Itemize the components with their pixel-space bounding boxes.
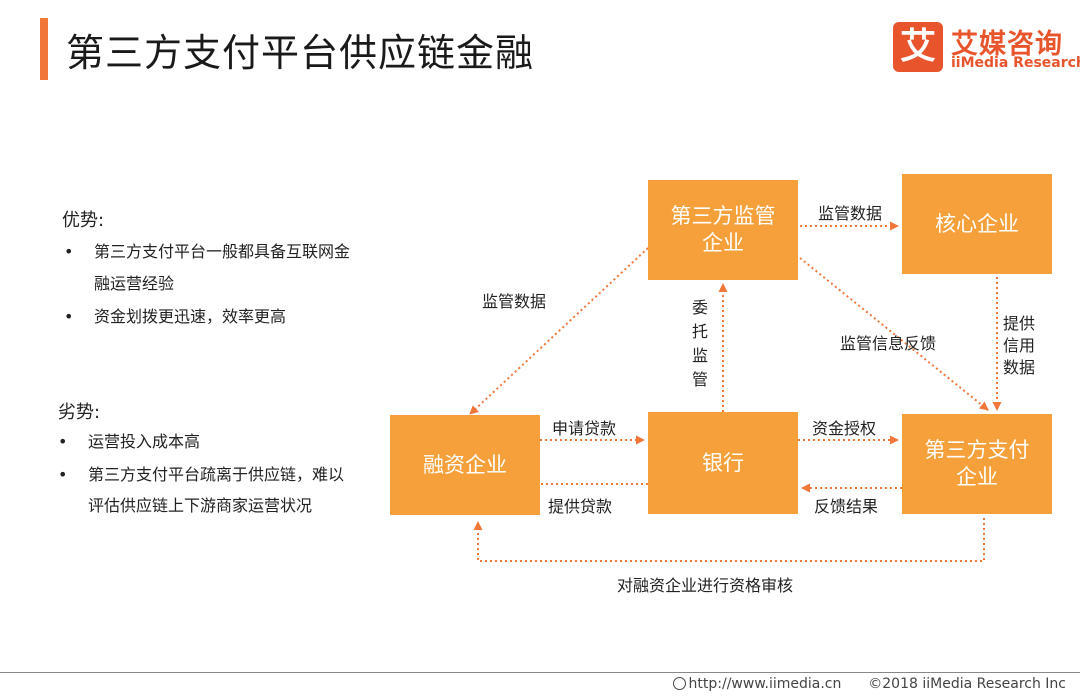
footer-url[interactable]: http://www.iimedia.cn bbox=[688, 676, 842, 692]
bullet-dot: • bbox=[64, 307, 74, 326]
edge-label-regulator-to-borrower: 监管数据 bbox=[482, 292, 547, 311]
edge-label-char: 托 bbox=[691, 322, 708, 341]
advantage-item-cont: 融运营经验 bbox=[94, 270, 174, 298]
disadvantage-text: 第三方支付平台疏离于供应链，难以 bbox=[88, 465, 345, 484]
advantage-text: 第三方支付平台一般都具备互联网金 bbox=[94, 242, 351, 261]
disadvantage-text: 评估供应链上下游商家运营状况 bbox=[88, 496, 313, 515]
bullet-dot: • bbox=[64, 242, 74, 261]
advantage-item: • 资金划拨更迅速，效率更高 bbox=[64, 303, 287, 331]
edge-label-line: 信用 bbox=[1003, 336, 1036, 355]
advantage-text: 融运营经验 bbox=[94, 274, 175, 293]
bullet-dot: • bbox=[58, 432, 68, 451]
advantages-heading: 优势: bbox=[62, 210, 105, 231]
advantage-text: 资金划拨更迅速，效率更高 bbox=[94, 307, 287, 326]
node-regulator-line1: 第三方监管 bbox=[670, 204, 776, 228]
edge-label-bank-to-borrower: 提供贷款 bbox=[548, 497, 613, 516]
node-borrower-label: 融资企业 bbox=[423, 452, 507, 477]
logo-name-en: iiMedia Research bbox=[951, 55, 1080, 71]
edge-label-char: 监 bbox=[691, 346, 708, 365]
node-payment-line2: 企业 bbox=[956, 465, 998, 489]
node-payment-line1: 第三方支付 bbox=[924, 438, 1030, 462]
node-payment-provider: 第三方支付 企业 bbox=[902, 414, 1052, 514]
node-bank: 银行 bbox=[648, 412, 798, 514]
advantage-item: • 第三方支付平台一般都具备互联网金 bbox=[64, 238, 351, 266]
node-bank-label: 银行 bbox=[702, 450, 744, 475]
edge-label-line: 数据 bbox=[1003, 358, 1036, 377]
edge-label-payment-to-borrower: 对融资企业进行资格审核 bbox=[617, 576, 794, 595]
edge-label-bank-to-regulator: 委 托 监 管 bbox=[690, 296, 710, 392]
bullet-dot: • bbox=[58, 465, 68, 484]
footer-divider bbox=[0, 672, 1080, 673]
globe-icon bbox=[672, 677, 686, 690]
edge-label-bank-to-payment: 资金授权 bbox=[812, 419, 877, 438]
edge-label-borrower-to-bank: 申请贷款 bbox=[552, 419, 617, 438]
arrow-regulator-to-payment bbox=[799, 257, 989, 411]
footer-copyright: ©2018 iiMedia Research Inc bbox=[868, 676, 1066, 692]
edge-label-line: 提供 bbox=[1003, 314, 1036, 333]
edge-label-regulator-to-payment: 监管信息反馈 bbox=[840, 334, 937, 353]
edge-label-core-to-payment: 提供 信用 数据 bbox=[1003, 313, 1035, 379]
arrow-payment-to-borrower bbox=[473, 518, 985, 562]
node-core-enterprise: 核心企业 bbox=[902, 174, 1052, 274]
logo-name-cn: 艾媒咨询 bbox=[951, 29, 1063, 60]
edge-label-regulator-to-core: 监管数据 bbox=[818, 204, 883, 223]
brand-logo: 艾 艾媒咨询 iiMedia Research bbox=[893, 22, 1080, 74]
edge-label-char: 管 bbox=[691, 370, 708, 389]
node-core-label: 核心企业 bbox=[935, 211, 1019, 236]
node-borrower: 融资企业 bbox=[390, 415, 540, 515]
footer: http://www.iimedia.cn ©2018 iiMedia Rese… bbox=[672, 676, 1066, 692]
arrow-regulator-to-borrower bbox=[469, 247, 649, 415]
disadvantage-item: • 运营投入成本高 bbox=[58, 428, 201, 456]
node-regulator-line2: 企业 bbox=[702, 231, 744, 255]
disadvantage-item-cont: 评估供应链上下游商家运营状况 bbox=[88, 492, 312, 520]
page-title: 第三方支付平台供应链金融 bbox=[66, 31, 535, 75]
edge-label-char: 委 bbox=[691, 298, 708, 317]
disadvantage-item: • 第三方支付平台疏离于供应链，难以 bbox=[58, 461, 345, 489]
logo-mark: 艾 bbox=[893, 22, 943, 72]
disadvantage-text: 运营投入成本高 bbox=[88, 432, 201, 451]
edge-label-payment-to-bank: 反馈结果 bbox=[814, 497, 879, 516]
title-accent-bar bbox=[40, 18, 48, 80]
disadvantages-heading: 劣势: bbox=[58, 402, 101, 423]
node-regulator: 第三方监管 企业 bbox=[648, 180, 798, 280]
